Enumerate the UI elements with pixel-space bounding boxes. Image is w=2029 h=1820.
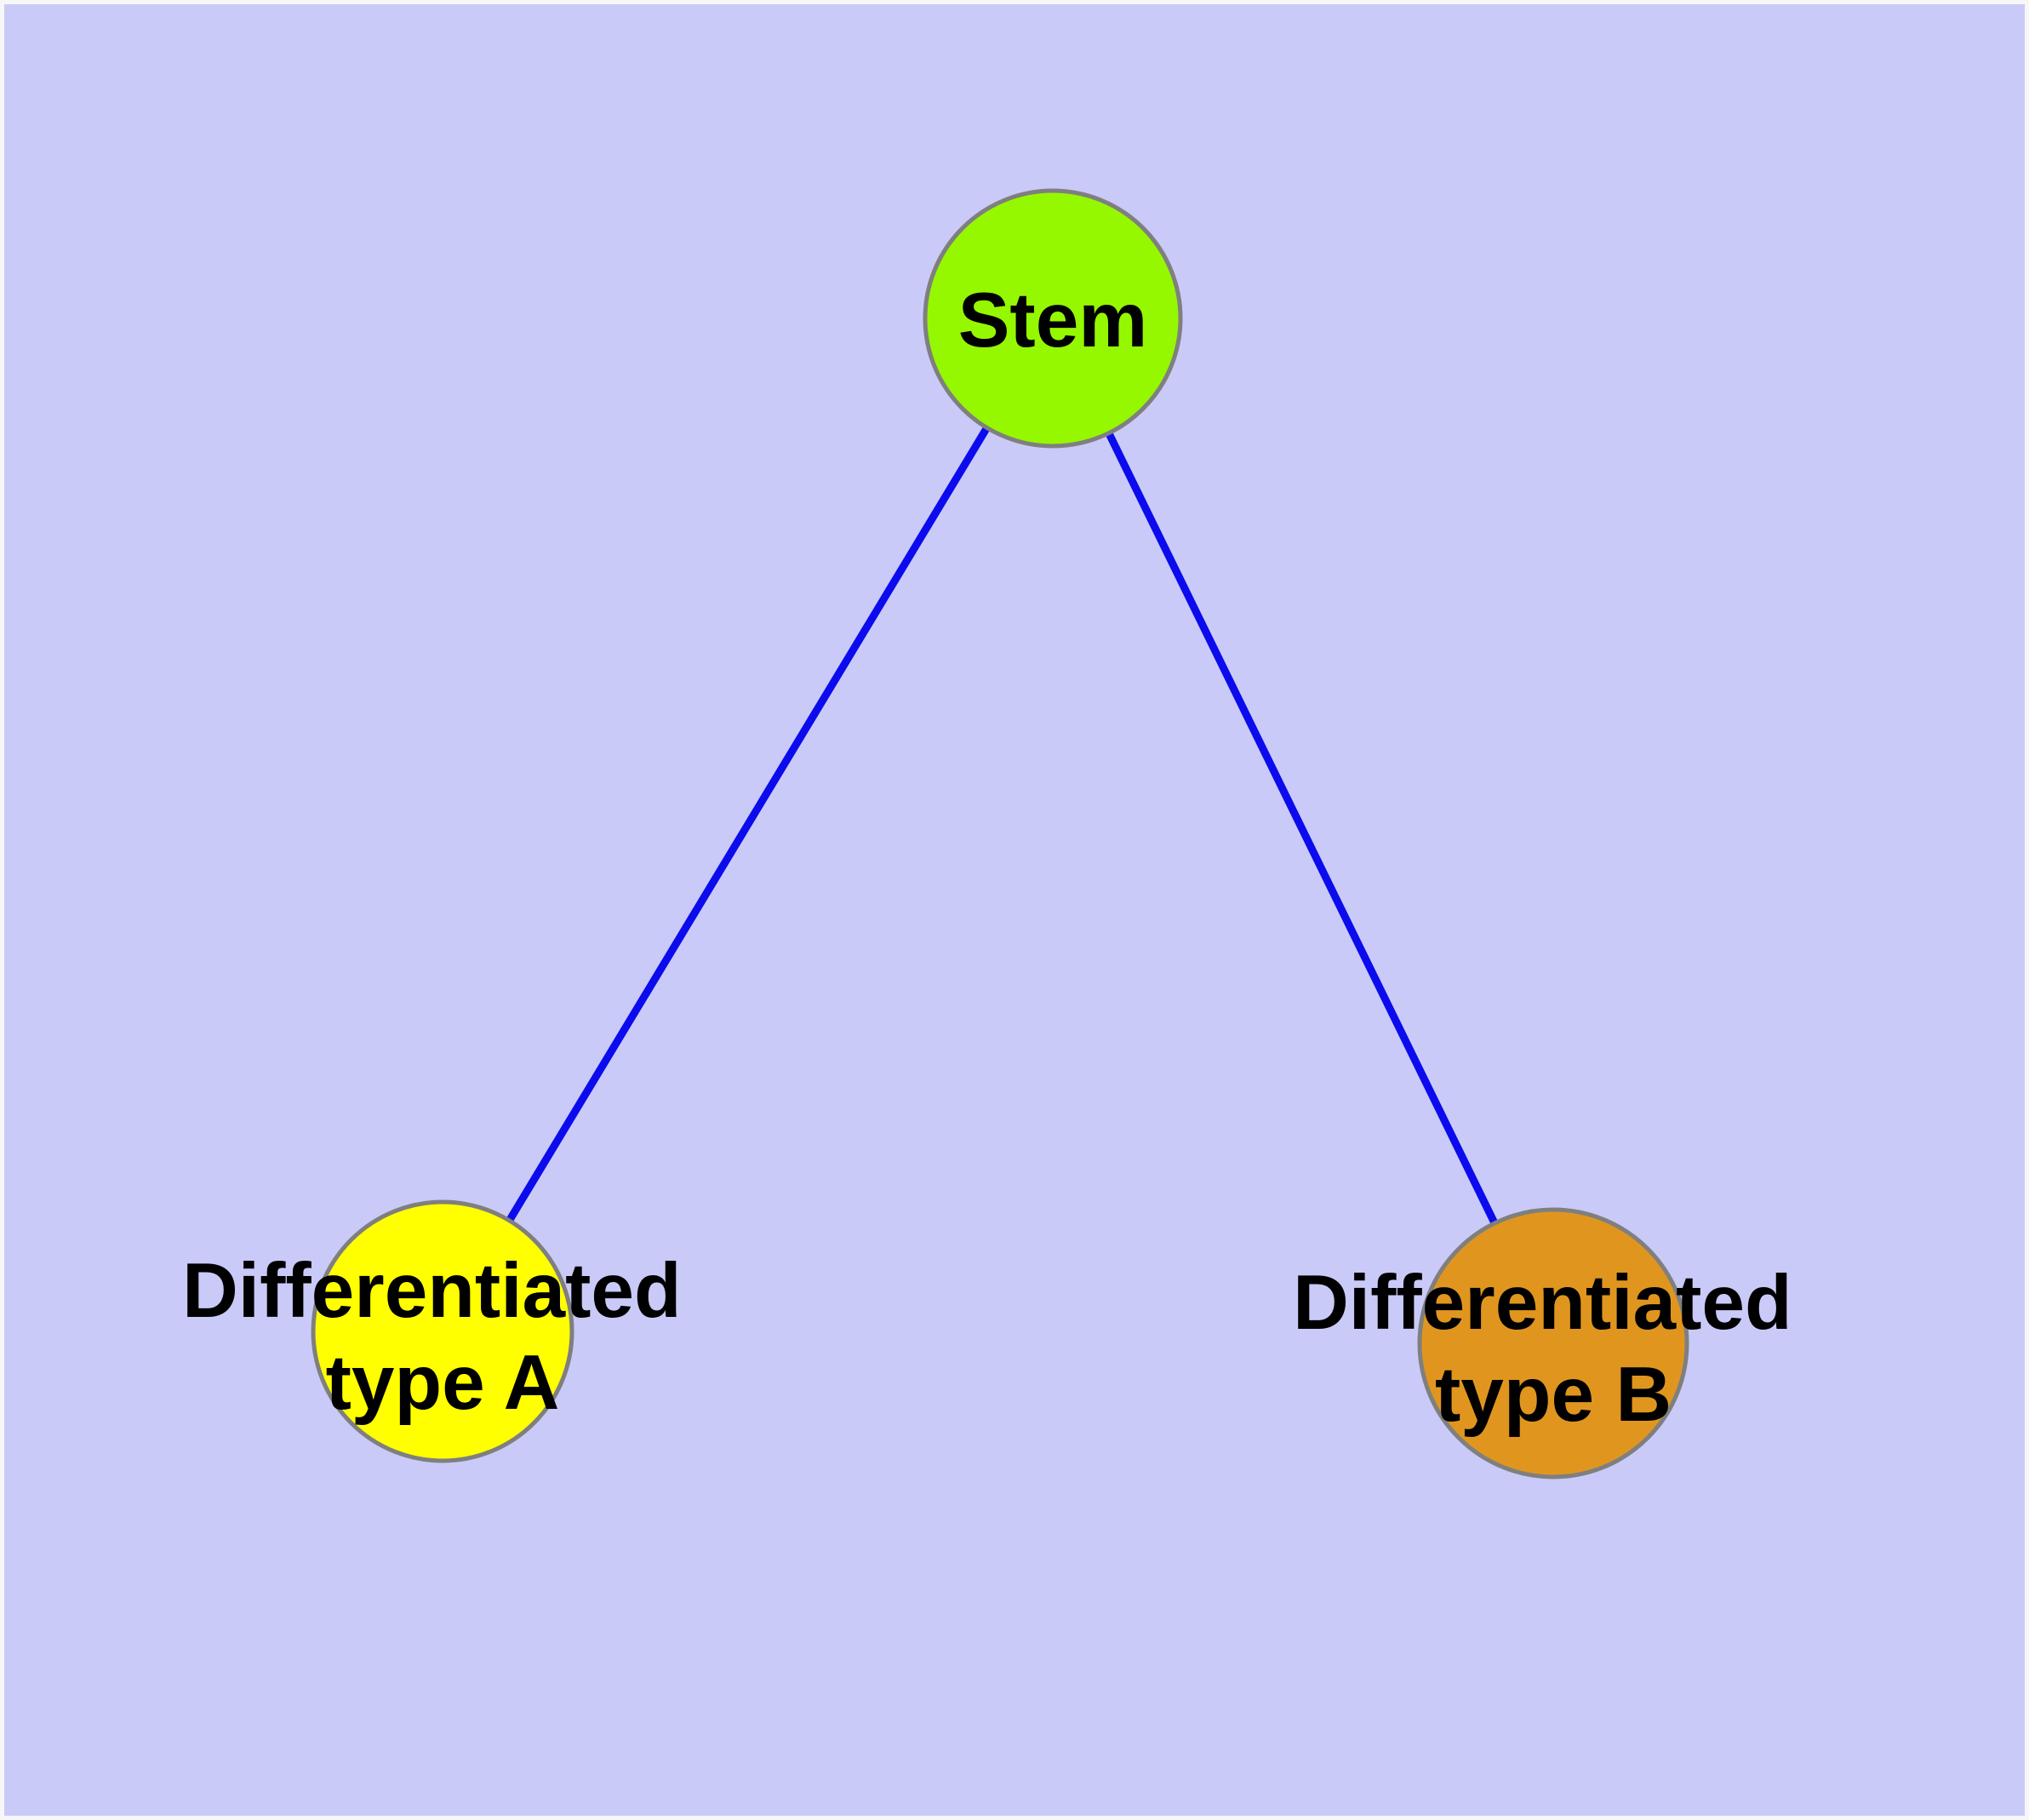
node-differentiated-type-a xyxy=(311,1199,574,1463)
edge-stem-to-type-b xyxy=(1049,317,1557,1345)
node-type-a-label: Differentiated type A xyxy=(182,1248,703,1426)
node-type-b-label-line1: Differentiated xyxy=(1293,1260,1792,1346)
node-stem-label: Stem xyxy=(958,278,1148,363)
node-type-b-label: Differentiated type B xyxy=(1293,1260,1814,1438)
node-type-a-label-line1: Differentiated xyxy=(182,1248,682,1334)
node-stem xyxy=(923,188,1183,449)
node-type-b-label-line2: type B xyxy=(1435,1352,1672,1438)
node-differentiated-type-b xyxy=(1417,1207,1689,1479)
node-type-a-label-line2: type A xyxy=(326,1340,560,1426)
edge-stem-to-type-a xyxy=(439,316,1056,1334)
